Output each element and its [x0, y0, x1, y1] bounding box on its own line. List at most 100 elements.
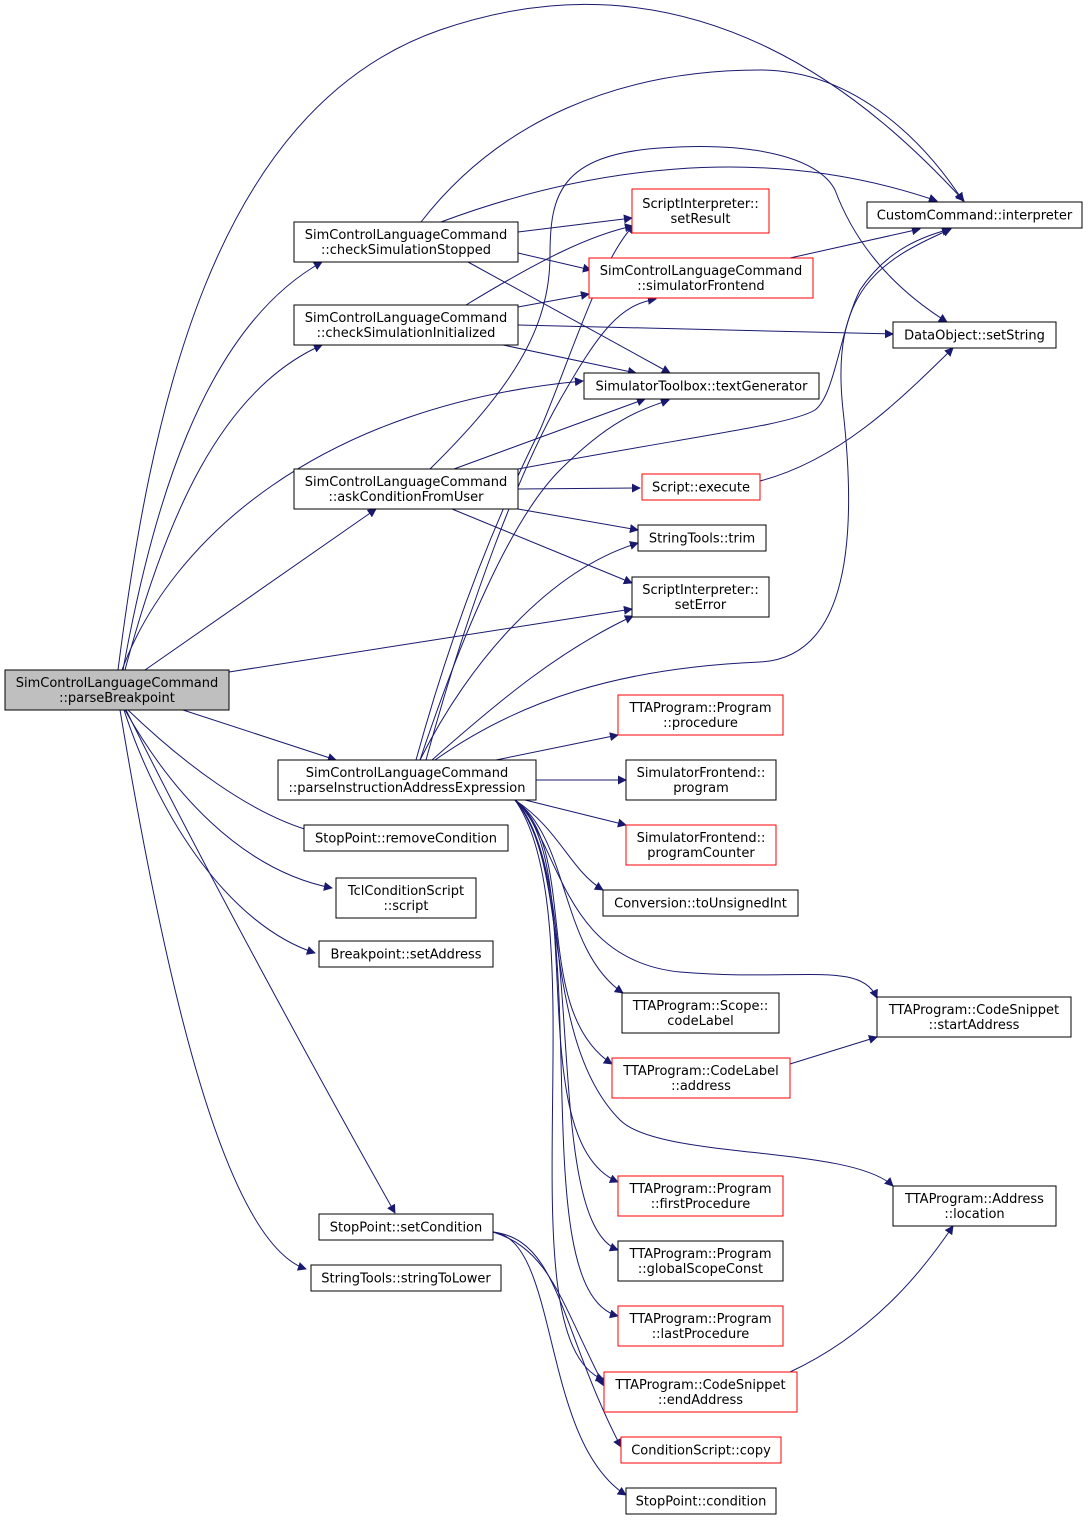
node-box — [631, 576, 770, 618]
node-parse-breakpoint[interactable]: SimControlLanguageCommand::parseBreakpoi… — [4, 669, 230, 711]
node-remove-condition[interactable]: StopPoint::removeCondition — [303, 824, 509, 852]
call-edge — [517, 214, 633, 233]
node-ask-condition-from-user[interactable]: SimControlLanguageCommand::askConditionF… — [293, 468, 519, 510]
call-edge — [789, 226, 921, 259]
node-label: SimulatorFrontend:: — [637, 831, 766, 846]
node-label: ::address — [671, 1079, 731, 1094]
call-edge — [514, 799, 605, 1382]
call-edge — [182, 709, 337, 762]
call-edge — [119, 709, 307, 1271]
node-box — [335, 877, 477, 919]
node-label: DataObject::setString — [904, 329, 1045, 344]
call-edge — [514, 799, 624, 994]
node-label: SimControlLanguageCommand — [305, 311, 508, 326]
node-string-to-lower[interactable]: StringTools::stringToLower — [310, 1264, 502, 1292]
node-label: Script::execute — [652, 481, 750, 496]
node-box — [4, 669, 230, 711]
call-edge — [453, 397, 646, 470]
node-label: programCounter — [647, 846, 755, 861]
node-label: TTAProgram::Address — [904, 1192, 1044, 1207]
call-edge — [144, 508, 377, 671]
node-box — [588, 257, 814, 299]
call-edge — [467, 261, 671, 374]
node-check-simulation-stopped[interactable]: SimControlLanguageCommand::checkSimulati… — [293, 221, 519, 263]
node-box — [641, 473, 761, 501]
node-program-counter[interactable]: SimulatorFrontend::programCounter — [625, 824, 777, 866]
call-edge — [789, 1225, 954, 1373]
call-edge — [127, 709, 316, 835]
node-box — [602, 889, 799, 917]
node-box — [866, 201, 1083, 229]
node-check-simulation-initialized[interactable]: SimControlLanguageCommand::checkSimulati… — [293, 304, 519, 346]
node-label: TTAProgram::Program — [629, 1312, 772, 1327]
node-label: ::startAddress — [929, 1018, 1020, 1033]
node-text-generator[interactable]: SimulatorToolbox::textGenerator — [583, 372, 820, 400]
node-tcl-script[interactable]: TclConditionScript::script — [335, 877, 477, 919]
node-to-unsigned-int[interactable]: Conversion::toUnsignedInt — [602, 889, 799, 917]
node-location[interactable]: TTAProgram::Address::location — [892, 1185, 1057, 1227]
node-condition[interactable]: StopPoint::condition — [625, 1487, 777, 1515]
node-label: ScriptInterpreter:: — [642, 197, 759, 212]
node-label: SimControlLanguageCommand — [306, 766, 509, 781]
node-label: TTAProgram::CodeLabel — [622, 1064, 779, 1079]
node-label: StopPoint::condition — [636, 1495, 767, 1510]
node-box — [318, 940, 494, 968]
node-box — [617, 694, 784, 736]
node-procedure[interactable]: TTAProgram::Program::procedure — [617, 694, 784, 736]
node-label: TTAProgram::Program — [629, 701, 772, 716]
call-edges — [117, 4, 965, 1496]
node-start-address[interactable]: TTAProgram::CodeSnippet::startAddress — [876, 996, 1072, 1038]
node-label: TTAProgram::Scope:: — [632, 999, 769, 1014]
call-edge — [517, 227, 951, 470]
call-edge — [419, 541, 639, 761]
call-edge — [492, 1231, 605, 1387]
node-label: setResult — [670, 212, 730, 227]
node-label: program — [673, 781, 729, 796]
node-code-label-address[interactable]: TTAProgram::CodeLabel::address — [611, 1057, 791, 1099]
node-condition-copy[interactable]: ConditionScript::copy — [620, 1436, 782, 1464]
node-box — [620, 1436, 782, 1464]
node-global-scope-const[interactable]: TTAProgram::Program::globalScopeConst — [617, 1240, 784, 1282]
node-label: SimControlLanguageCommand — [305, 475, 508, 490]
node-box — [892, 1185, 1057, 1227]
node-label: ::globalScopeConst — [638, 1262, 763, 1277]
node-label: SimulatorToolbox::textGenerator — [596, 380, 809, 395]
node-label: ::procedure — [663, 716, 738, 731]
node-label: ::checkSimulationInitialized — [317, 326, 496, 341]
node-label: SimControlLanguageCommand — [16, 676, 219, 691]
node-label: SimulatorFrontend:: — [637, 766, 766, 781]
node-simulator-frontend[interactable]: SimControlLanguageCommand::simulatorFron… — [588, 257, 814, 299]
node-parse-instruction-address-expression[interactable]: SimControlLanguageCommand::parseInstruct… — [277, 759, 537, 801]
node-set-result[interactable]: ScriptInterpreter::setResult — [631, 188, 770, 234]
node-set-address[interactable]: Breakpoint::setAddress — [318, 940, 494, 968]
node-first-procedure[interactable]: TTAProgram::Program::firstProcedure — [617, 1175, 784, 1217]
node-scope-code-label[interactable]: TTAProgram::Scope::codeLabel — [621, 992, 780, 1034]
node-box — [625, 824, 777, 866]
call-edge — [502, 344, 637, 376]
node-execute[interactable]: Script::execute — [641, 473, 761, 501]
node-interpreter[interactable]: CustomCommand::interpreter — [866, 201, 1083, 229]
node-last-procedure[interactable]: TTAProgram::Program::lastProcedure — [617, 1305, 784, 1347]
call-edge — [124, 344, 323, 671]
node-set-string[interactable]: DataObject::setString — [892, 321, 1057, 349]
node-label: StopPoint::removeCondition — [315, 832, 497, 847]
node-label: TTAProgram::Program — [629, 1247, 772, 1262]
node-label: ::checkSimulationStopped — [321, 243, 491, 258]
call-edge — [228, 605, 633, 673]
node-box — [318, 1213, 494, 1241]
call-edge — [123, 709, 316, 955]
node-end-address[interactable]: TTAProgram::CodeSnippet::endAddress — [603, 1371, 798, 1413]
node-label: Breakpoint::setAddress — [330, 948, 481, 963]
call-edge — [121, 377, 584, 671]
node-box — [310, 1264, 502, 1292]
node-box — [892, 321, 1057, 349]
node-set-condition[interactable]: StopPoint::setCondition — [318, 1213, 494, 1241]
node-box — [637, 524, 767, 552]
node-sf-program[interactable]: SimulatorFrontend::program — [625, 759, 777, 801]
call-edge — [789, 1035, 878, 1065]
call-edge — [425, 295, 657, 761]
node-label: ::endAddress — [658, 1393, 743, 1408]
call-edge — [440, 166, 938, 223]
node-set-error[interactable]: ScriptInterpreter::setError — [631, 576, 770, 618]
node-trim[interactable]: StringTools::trim — [637, 524, 767, 552]
